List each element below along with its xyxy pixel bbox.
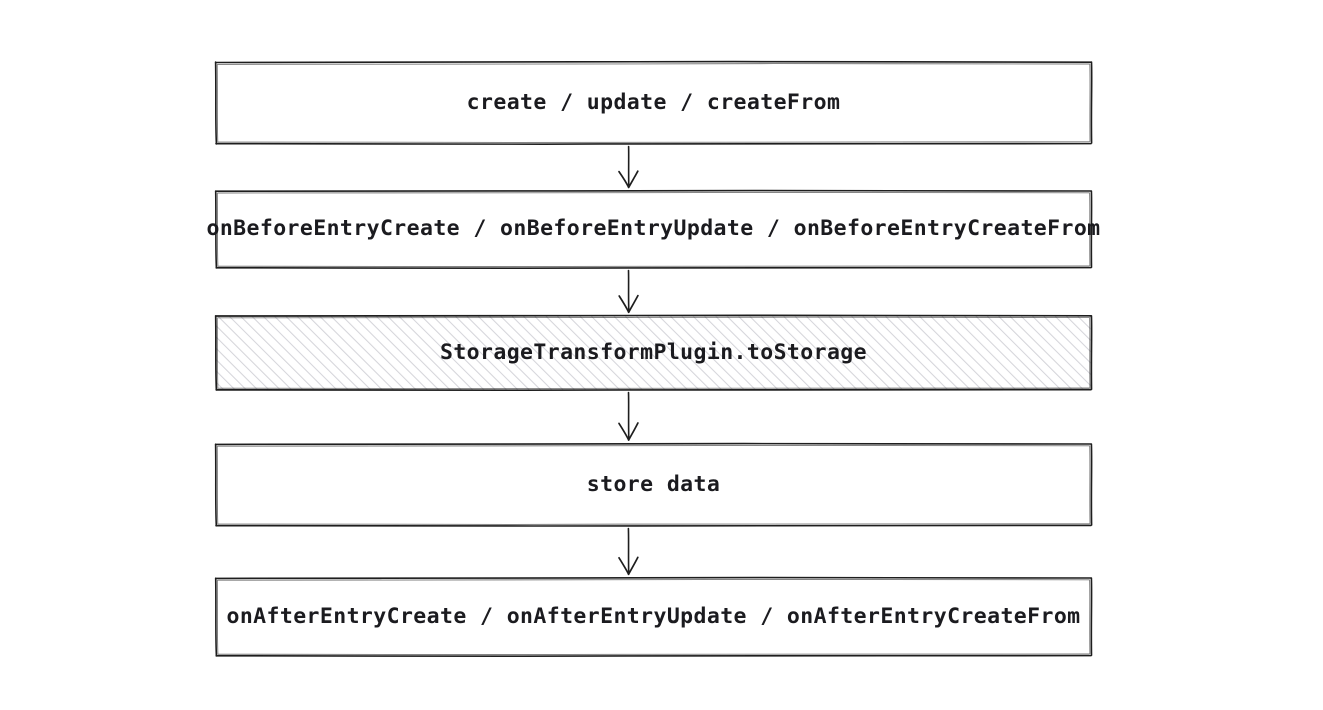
sketch-rect-outline-1 — [214, 60, 1093, 146]
flow-node-create-update-createfrom[interactable]: create / update / createFrom — [214, 59, 1093, 146]
flow-node-storage-transform-plugin[interactable]: StorageTransformPlugin.toStorage — [214, 313, 1093, 392]
sketch-rect-outline-5 — [214, 576, 1093, 658]
sketch-rect-hatched-3 — [214, 314, 1093, 392]
flow-node-label: onAfterEntryCreate / onAfterEntryUpdate … — [226, 603, 1081, 629]
flow-arrow-1 — [608, 145, 650, 190]
flow-node-on-after-entry-hooks[interactable]: onAfterEntryCreate / onAfterEntryUpdate … — [214, 575, 1093, 658]
flow-arrow-2 — [608, 269, 650, 315]
arrow-down-icon — [618, 391, 639, 441]
arrow-down-icon — [618, 145, 639, 189]
flow-node-label: onBeforeEntryCreate / onBeforeEntryUpdat… — [206, 216, 1101, 242]
flow-arrow-3 — [608, 391, 650, 443]
sketch-rect-outline-4 — [214, 442, 1093, 527]
flow-arrow-4 — [608, 527, 650, 577]
flow-node-store-data[interactable]: store data — [214, 441, 1093, 528]
flow-node-on-before-entry-hooks[interactable]: onBeforeEntryCreate / onBeforeEntryUpdat… — [206, 188, 1100, 270]
arrow-down-icon — [618, 269, 639, 314]
sketch-rect-outline-2 — [214, 189, 1093, 270]
flow-node-label: create / update / createFrom — [466, 89, 841, 115]
flow-node-label: store data — [586, 471, 721, 497]
flow-node-label: StorageTransformPlugin.toStorage — [439, 339, 867, 365]
arrow-down-icon — [618, 527, 639, 576]
